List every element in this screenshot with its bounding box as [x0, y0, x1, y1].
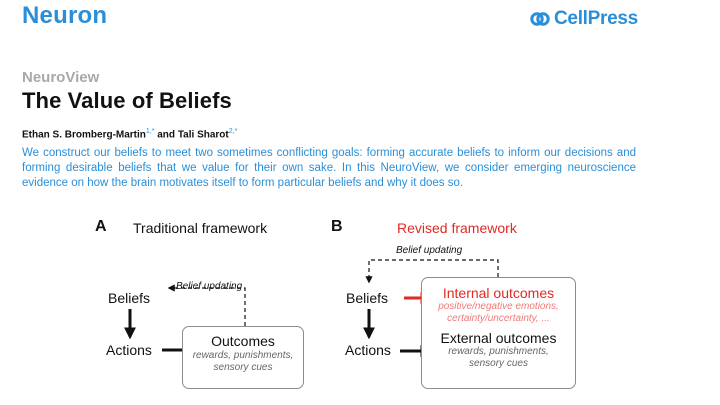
- internal-outcomes-subtitle: certainty/uncertainty, ...: [447, 313, 550, 324]
- belief-updating-label: Belief updating: [176, 281, 243, 292]
- section-label: NeuroView: [22, 69, 100, 86]
- internal-outcomes-title: Internal outcomes: [442, 285, 555, 301]
- external-outcomes-subtitle: sensory cues: [469, 358, 528, 369]
- outcomes-box-b: Internal outcomes positive/negative emot…: [421, 277, 576, 389]
- cellpress-logo-icon: [530, 12, 550, 26]
- outcomes-subtitle: rewards, punishments,: [192, 350, 294, 361]
- publisher-logo: CellPress: [530, 7, 638, 31]
- beliefs-node: Beliefs: [108, 290, 151, 306]
- author-name: Ethan S. Bromberg-Martin: [22, 129, 146, 141]
- actions-node-b: Actions: [345, 342, 391, 358]
- internal-outcomes-subtitle: positive/negative emotions,: [438, 301, 559, 312]
- outcomes-box: Outcomes rewards, punishments, sensory c…: [182, 326, 304, 389]
- publisher-name: CellPress: [554, 8, 638, 29]
- outcomes-title: Outcomes: [211, 333, 275, 349]
- journal-name: Neuron: [22, 2, 108, 29]
- panel-b-title: Revised framework: [397, 220, 517, 236]
- author-joiner: and: [157, 129, 176, 141]
- panel-b-letter: B: [331, 218, 343, 235]
- author-affiliation: 1,*: [145, 128, 155, 135]
- outcomes-subtitle: sensory cues: [213, 362, 273, 373]
- external-outcomes-title: External outcomes: [440, 330, 557, 346]
- belief-updating-label-b: Belief updating: [396, 245, 463, 256]
- panel-a-title: Traditional framework: [133, 220, 268, 236]
- actions-node: Actions: [106, 342, 152, 358]
- external-outcomes-subtitle: rewards, punishments,: [448, 346, 549, 357]
- panel-a-letter: A: [95, 218, 107, 235]
- author-name: Tali Sharot: [177, 129, 229, 141]
- author-affiliation: 2,*: [228, 128, 238, 135]
- article-title: The Value of Beliefs: [22, 88, 232, 113]
- abstract: We construct our beliefs to meet two som…: [22, 147, 636, 189]
- beliefs-node-b: Beliefs: [346, 290, 389, 306]
- belief-updating-dashed-arrow-b: [365, 259, 499, 284]
- belief-updating-dashed-arrow: [167, 284, 246, 326]
- author-line: Ethan S. Bromberg-Martin1,* and Tali Sha…: [22, 128, 237, 140]
